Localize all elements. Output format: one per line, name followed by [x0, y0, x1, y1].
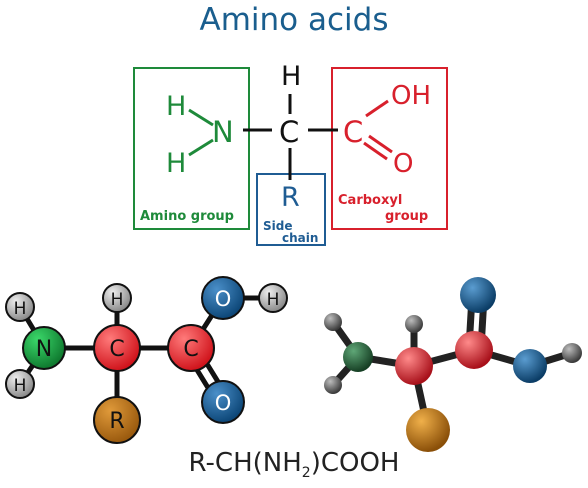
bond-c-oh: [365, 99, 389, 118]
carboxyl-group-label-2: group: [385, 209, 428, 224]
central-c: C: [279, 115, 299, 149]
atom3d-c1: [395, 347, 433, 385]
side-chain-label-2: chain: [282, 231, 318, 245]
side-r: R: [281, 182, 300, 213]
carboxyl-oh: OH: [391, 81, 431, 111]
amino-group-label: Amino group: [140, 209, 234, 224]
ball-c1: [93, 324, 141, 372]
atom3d-c2: [455, 331, 493, 369]
ball-n: [22, 326, 66, 370]
atom3d-o1: [460, 277, 496, 313]
carboxyl-group-box: [331, 67, 448, 230]
top-h: H: [281, 61, 301, 92]
ball-h2: [5, 369, 35, 399]
ball-c2-label: C: [183, 337, 198, 362]
ball-h1-label: H: [14, 299, 27, 319]
ball-o2: [201, 380, 245, 424]
carboxyl-c: C: [343, 115, 363, 149]
atom3d-o2: [513, 349, 547, 383]
general-formula: R-CH(NH2)COOH: [0, 448, 588, 481]
ball-stick-model-2d: H H N H C C O H O R: [5, 276, 288, 444]
bond-c-o-double-a: [363, 141, 388, 161]
ball-h4: [258, 283, 288, 313]
bond-h-n-top: [188, 108, 214, 127]
amino-h-top: H: [166, 91, 186, 122]
formula-part-1: R-CH(NH: [188, 448, 302, 478]
atom3d-h4: [562, 343, 582, 363]
ball-o2-label: O: [215, 391, 232, 415]
ball-o1: [201, 276, 245, 320]
bond-c-o-double-b: [368, 134, 393, 154]
atom3d-r: [406, 408, 450, 452]
ball-c1-label: C: [109, 337, 124, 362]
atom3d-h2: [324, 376, 342, 394]
carboxyl-group-label-1: Carboxyl: [338, 193, 402, 208]
ball-h2-label: H: [14, 376, 27, 396]
bond-h-n-bottom: [188, 138, 214, 157]
amino-h-bottom: H: [166, 148, 186, 179]
ball-r: [93, 396, 141, 444]
structural-formula: H H N C H R C OH O Amino group Carboxyl …: [133, 61, 448, 246]
ball-r-label: R: [109, 409, 124, 434]
formula-part-2: )COOH: [310, 448, 400, 478]
ball-o1-label: O: [215, 287, 232, 311]
atom3d-h1: [324, 313, 342, 331]
ball-h3: [102, 283, 132, 313]
formula-subscript: 2: [301, 465, 311, 482]
page-title: Amino acids: [199, 2, 389, 38]
amino-group-box: [133, 67, 250, 230]
ball-c2: [167, 324, 215, 372]
ball-n-label: N: [36, 337, 52, 362]
ball-h4-label: H: [267, 290, 280, 310]
atom3d-n: [343, 342, 373, 372]
ball-stick-model-3d: [324, 277, 582, 452]
carboxyl-o: O: [393, 149, 413, 179]
ball-h1: [5, 292, 35, 322]
amino-n: N: [212, 115, 234, 149]
ball-h3-label: H: [111, 290, 124, 310]
side-chain-label-1: Side: [263, 219, 292, 233]
atom3d-h3: [405, 315, 423, 333]
